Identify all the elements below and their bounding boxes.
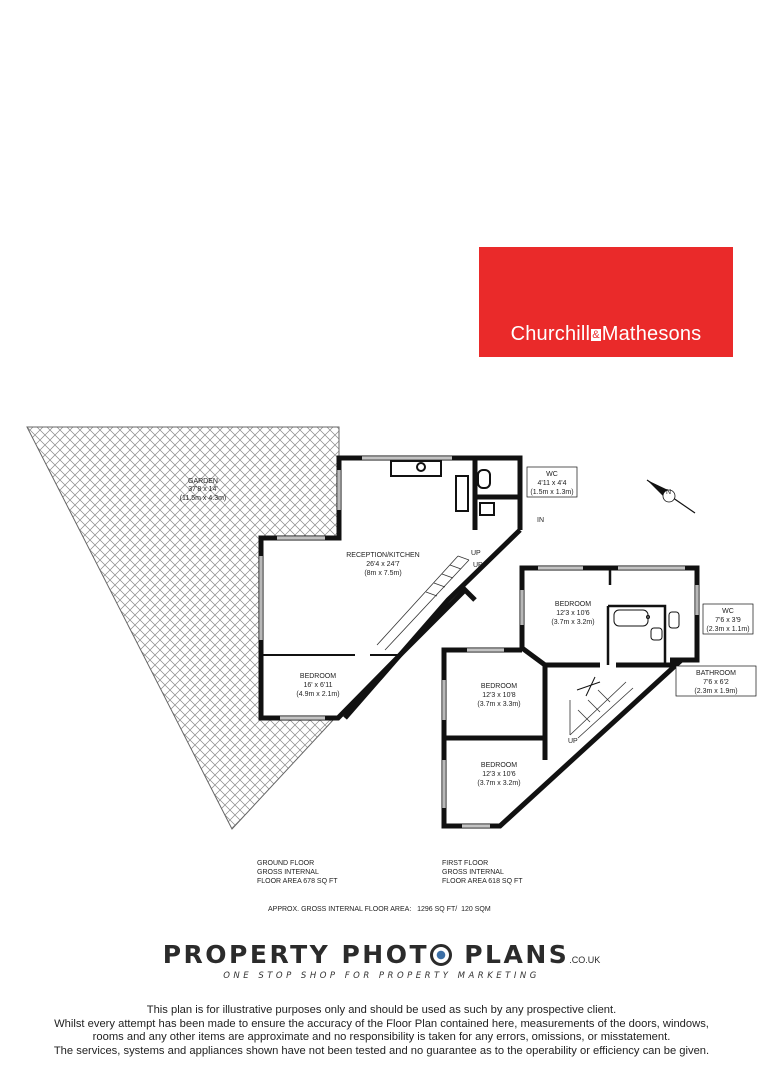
svg-text:12'3 x 10'6: 12'3 x 10'6 bbox=[556, 610, 590, 617]
label-bathroom: BATHROOM 7'6 x 6'2 (2.3m x 1.9m) bbox=[675, 665, 757, 697]
ground-floor-title: GROUND FLOOR bbox=[257, 860, 315, 867]
svg-text:(4.9m x 2.1m): (4.9m x 2.1m) bbox=[296, 691, 339, 698]
svg-text:(1.5m x 1.3m): (1.5m x 1.3m) bbox=[530, 489, 573, 496]
svg-text:(11.5m x 4.3m): (11.5m x 4.3m) bbox=[180, 495, 227, 502]
ground-floor-subtitle: GROSS INTERNAL bbox=[257, 869, 319, 876]
svg-text:7'6 x 6'2: 7'6 x 6'2 bbox=[703, 679, 729, 686]
svg-text:RECEPTION/KITCHEN: RECEPTION/KITCHEN bbox=[346, 552, 420, 559]
svg-text:16' x 6'11: 16' x 6'11 bbox=[303, 682, 332, 689]
logo-text-part1: PROPERTY PHOT bbox=[162, 940, 429, 969]
total-area: APPROX. GROSS INTERNAL FLOOR AREA: 1296 … bbox=[268, 905, 491, 914]
svg-text:(3.7m x 3.2m): (3.7m x 3.2m) bbox=[551, 619, 594, 626]
svg-text:WC: WC bbox=[546, 471, 558, 478]
label-wc-first: WC 7'6 x 3'9 (2.3m x 1.1m) bbox=[702, 603, 754, 635]
label-wc-ground: WC 4'11 x 4'4 (1.5m x 1.3m) bbox=[526, 466, 578, 498]
brand-name-left: Churchill bbox=[510, 323, 591, 345]
svg-text:BATHROOM: BATHROOM bbox=[696, 670, 736, 677]
brand-logo: Churchill&Mathesons bbox=[479, 247, 733, 357]
ground-window-lines bbox=[260, 457, 452, 719]
svg-text:37'8 x 14': 37'8 x 14' bbox=[188, 486, 218, 493]
north-marker: N bbox=[666, 489, 671, 496]
first-floor-size: FLOOR AREA 618 SQ FT bbox=[442, 878, 523, 885]
brand-name-right: Mathesons bbox=[601, 323, 702, 345]
svg-text:26'4 x 24'7: 26'4 x 24'7 bbox=[366, 561, 400, 568]
label-ground-bedroom: BEDROOM 16' x 6'11 (4.9m x 2.1m) bbox=[296, 673, 339, 698]
stairs-up-marker-1: UP bbox=[471, 550, 481, 557]
ground-floor-area: GROUND FLOOR GROSS INTERNAL FLOOR AREA 6… bbox=[257, 859, 338, 886]
first-floor-area: FIRST FLOOR GROSS INTERNAL FLOOR AREA 61… bbox=[442, 859, 523, 886]
brand-name: Churchill&Mathesons bbox=[479, 323, 733, 346]
logo-domain: .CO.UK bbox=[569, 955, 601, 965]
first-floor-subtitle: GROSS INTERNAL bbox=[442, 869, 504, 876]
ground-staircase bbox=[376, 555, 470, 651]
compass-icon bbox=[646, 479, 696, 514]
entrance-marker: IN bbox=[537, 517, 544, 524]
disclaimer: This plan is for illustrative purposes o… bbox=[0, 1004, 763, 1058]
disclaimer-line: Whilst every attempt has been made to en… bbox=[54, 1017, 709, 1030]
logo-tagline: ONE STOP SHOP FOR PROPERTY MARKETING bbox=[223, 971, 540, 981]
label-bedroom-3: BEDROOM 12'3 x 10'6 (3.7m x 3.2m) bbox=[477, 762, 520, 787]
total-area-label: APPROX. GROSS INTERNAL FLOOR AREA: bbox=[268, 906, 412, 913]
label-garden: GARDEN 37'8 x 14' (11.5m x 4.3m) bbox=[180, 478, 227, 502]
property-photo-plans-logo: PROPERTY PHOT PLANS.CO.UK ONE STOP SHOP … bbox=[0, 940, 763, 981]
label-reception: RECEPTION/KITCHEN 26'4 x 24'7 (8m x 7.5m… bbox=[346, 552, 420, 577]
first-floor-fixtures bbox=[576, 609, 680, 697]
ground-floor-inner-walls bbox=[261, 460, 495, 656]
disclaimer-line: rooms and any other items are approximat… bbox=[92, 1031, 671, 1043]
svg-text:12'3 x 10'8: 12'3 x 10'8 bbox=[482, 692, 516, 699]
svg-text:BEDROOM: BEDROOM bbox=[555, 601, 591, 608]
disclaimer-line: The services, systems and appliances sho… bbox=[53, 1044, 710, 1057]
ground-floor-size: FLOOR AREA 678 SQ FT bbox=[257, 878, 338, 885]
svg-text:GARDEN: GARDEN bbox=[188, 478, 218, 485]
logo-text-part2: PLANS bbox=[464, 940, 570, 969]
stairs-up-marker-3: UP bbox=[568, 738, 578, 745]
svg-text:WC: WC bbox=[722, 608, 734, 615]
label-bedroom-1: BEDROOM 12'3 x 10'6 (3.7m x 3.2m) bbox=[551, 601, 594, 626]
brand-ampersand: & bbox=[591, 329, 601, 341]
svg-text:BEDROOM: BEDROOM bbox=[300, 673, 336, 680]
total-area-value: 1296 SQ FT/ 120 SQM bbox=[417, 906, 491, 913]
svg-text:12'3 x 10'6: 12'3 x 10'6 bbox=[482, 771, 516, 778]
svg-text:7'6 x 3'9: 7'6 x 3'9 bbox=[715, 617, 741, 624]
svg-text:(3.7m x 3.3m): (3.7m x 3.3m) bbox=[477, 701, 520, 708]
disclaimer-line: This plan is for illustrative purposes o… bbox=[146, 1004, 617, 1016]
svg-text:4'11 x 4'4: 4'11 x 4'4 bbox=[537, 480, 566, 487]
svg-text:BEDROOM: BEDROOM bbox=[481, 762, 517, 769]
svg-text:BEDROOM: BEDROOM bbox=[481, 683, 517, 690]
svg-text:(3.7m x 3.2m): (3.7m x 3.2m) bbox=[477, 780, 520, 787]
garden-area bbox=[26, 426, 340, 830]
camera-lens-icon bbox=[430, 944, 452, 966]
svg-text:(8m x 7.5m): (8m x 7.5m) bbox=[364, 570, 401, 577]
stairs-up-marker-2: UP bbox=[473, 562, 483, 569]
svg-text:(2.3m x 1.9m): (2.3m x 1.9m) bbox=[694, 688, 737, 695]
first-floor-inner bbox=[606, 568, 667, 665]
first-window-lines bbox=[443, 567, 698, 827]
first-floor-title: FIRST FLOOR bbox=[442, 860, 489, 867]
svg-text:(2.3m x 1.1m): (2.3m x 1.1m) bbox=[706, 626, 749, 633]
first-staircase bbox=[569, 681, 634, 739]
label-bedroom-2: BEDROOM 12'3 x 10'8 (3.7m x 3.3m) bbox=[477, 683, 520, 708]
